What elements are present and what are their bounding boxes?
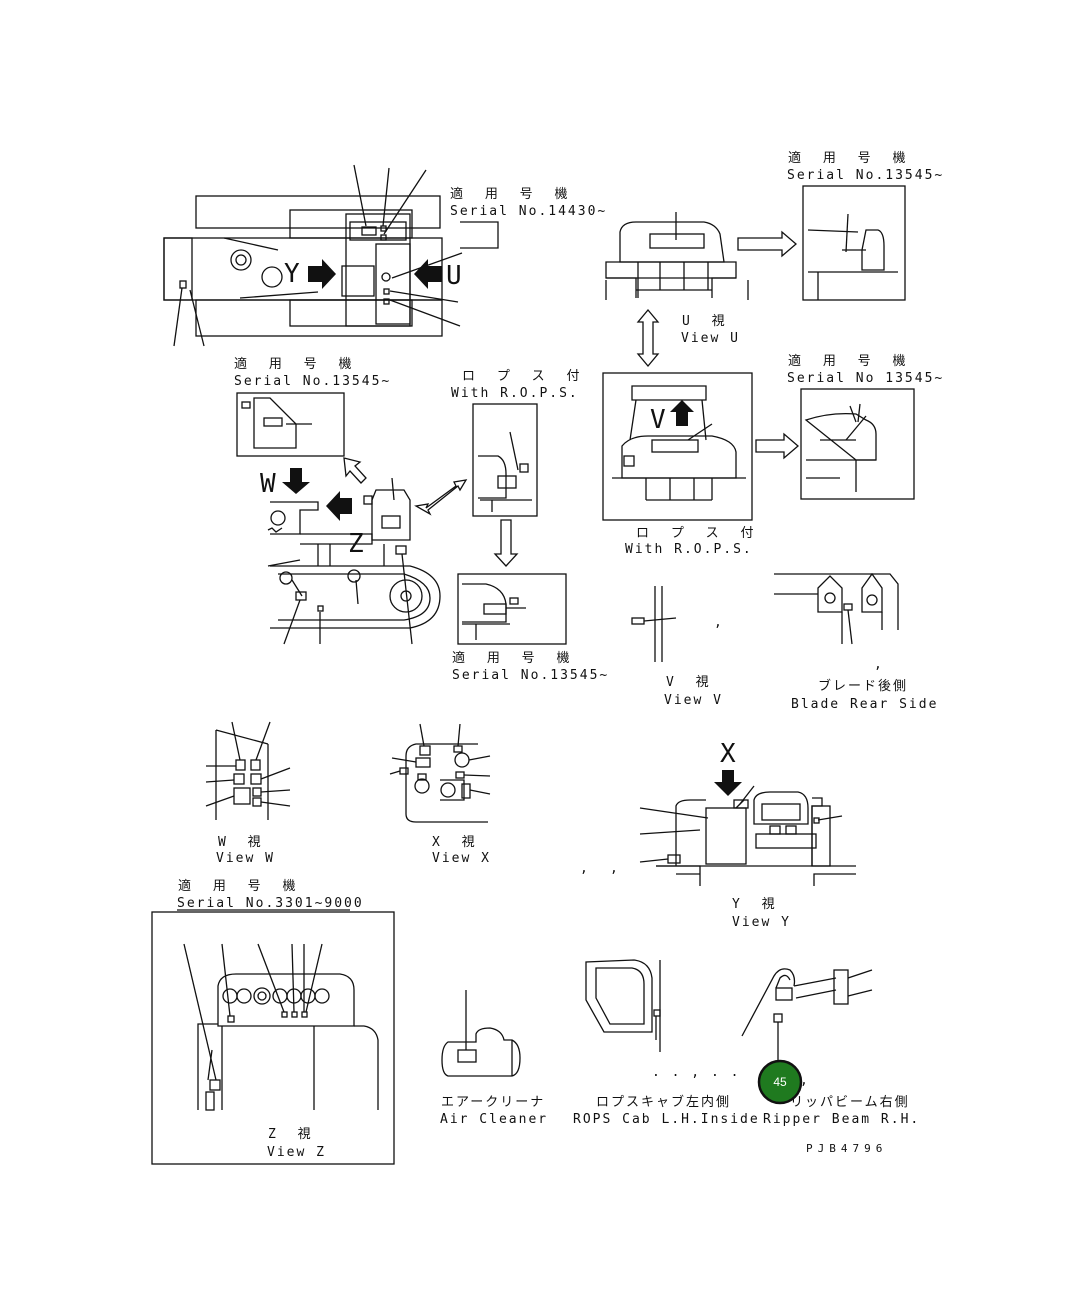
air-en: Air Cleaner	[440, 1112, 548, 1127]
tr-serial-jp: 適 用 号 機	[788, 150, 912, 166]
letter-v-label: V	[650, 405, 666, 435]
view-v-en: View V	[664, 693, 723, 708]
side-view-machine: 適 用 号 機 Serial No.13545~ W Z	[234, 356, 441, 645]
hollow-arrow-up-left-icon	[343, 457, 367, 484]
view-w-jp: W 視	[218, 835, 268, 850]
plan-view-machine: Y U 適 用 号 機 Serial No.14430~	[163, 164, 607, 347]
blade-en: Blade Rear Side	[791, 697, 938, 712]
ripper-en: Ripper Beam R.H.	[763, 1112, 920, 1127]
view-y-jp: Y 視	[732, 897, 782, 912]
view-u-machine: 適 用 号 機 Serial No.13545~ U 視 View U	[605, 150, 944, 368]
number-badge[interactable]: 45	[757, 1059, 803, 1105]
letter-z-label: Z	[348, 529, 364, 559]
svg-text:,: ,	[800, 1073, 810, 1088]
mr-serial-no: Serial No 13545~	[787, 371, 944, 386]
view-u-jp: U 視	[682, 314, 732, 329]
view-v-jp: V 視	[666, 675, 716, 690]
arrow-left-icon-2	[326, 491, 352, 521]
bottom-serial-no: Serial No.13545~	[452, 668, 609, 683]
arrow-down-icon	[282, 468, 310, 494]
badge-circle-icon[interactable]	[757, 1059, 803, 1105]
mr-serial-jp: 適 用 号 機	[788, 353, 912, 369]
tl-serial-no: Serial No.14430~	[450, 204, 607, 219]
arrow-up-icon	[670, 400, 694, 426]
bottom-serial-jp: 適 用 号 機	[452, 650, 576, 666]
view-y-en: View Y	[732, 915, 791, 930]
ripper-jp: リッパビーム右側	[790, 1095, 910, 1110]
drawing-code: PJB4796	[806, 1142, 887, 1155]
view-z-jp: Z 視	[268, 1127, 318, 1142]
letter-w-label: W	[260, 469, 276, 499]
hollow-arrow-right-icon-2	[755, 432, 799, 460]
rops2-en: With R.O.P.S.	[625, 542, 753, 557]
ml-serial-jp: 適 用 号 機	[234, 356, 358, 372]
ripper-beam-detail: リッパビーム右側 Ripper Beam R.H. ,	[741, 968, 920, 1127]
tl-serial-jp: 適 用 号 機	[450, 186, 574, 202]
air-cleaner-detail: エアークリーナ Air Cleaner	[440, 990, 548, 1127]
letter-x-label: X	[720, 739, 736, 769]
rops1-en: With R.O.P.S.	[451, 386, 579, 401]
ropscab-en: ROPS Cab L.H.Inside	[573, 1112, 760, 1127]
rops2-jp: ロ プ ス 付	[636, 526, 760, 541]
view-u-en: View U	[681, 331, 740, 346]
z-serial-no: Serial No.3301~9000	[177, 896, 364, 911]
hollow-double-arrow-diag-icon	[414, 479, 468, 516]
rops-cab-detail: . . , . . ロプスキャブ左内側 ROPS Cab L.H.Inside	[573, 959, 760, 1127]
ml-serial-no: Serial No.13545~	[234, 374, 391, 389]
view-w-en: View W	[216, 851, 275, 866]
letter-y-label: Y	[284, 259, 300, 289]
hollow-double-arrow-icon	[636, 308, 660, 368]
svg-text:,: ,	[714, 615, 724, 630]
view-v-detail: , V 視 View V	[631, 586, 724, 708]
tr-serial-no: Serial No.13545~	[787, 168, 944, 183]
rops1-jp: ロ プ ス 付	[462, 369, 586, 384]
letter-u-label: U	[446, 261, 462, 291]
svg-text:. . , . .: . . , . .	[652, 1065, 740, 1080]
badge-number: 45	[773, 1075, 787, 1089]
ropscab-jp: ロプスキャブ左内側	[596, 1094, 731, 1110]
arrow-down-icon-2	[714, 770, 742, 796]
blade-jp: ブレード後側	[818, 678, 908, 694]
hollow-arrow-down-icon	[493, 519, 519, 567]
rops-small-view: ロ プ ス 付 With R.O.P.S. 適 用 号 機 Serial No.…	[414, 369, 609, 683]
view-w-detail: W 視 View W	[205, 721, 291, 866]
svg-text:,: ,	[874, 657, 884, 672]
view-x-detail: X 視 View X	[389, 723, 491, 866]
arrow-right-icon	[308, 259, 336, 289]
view-x-en: View X	[432, 851, 491, 866]
view-z-detail: 適 用 号 機 Serial No.3301~9000 Z 視 View Z	[151, 878, 395, 1165]
view-x-jp: X 視	[432, 835, 482, 850]
svg-text:,: ,	[580, 861, 590, 876]
z-serial-jp: 適 用 号 機	[178, 878, 302, 894]
air-jp: エアークリーナ	[441, 1095, 545, 1110]
svg-text:,: ,	[610, 861, 620, 876]
rops-view-box: V 適 用 号 機 Serial No 13545~ ロ プ ス 付 With …	[602, 353, 944, 557]
view-z-en: View Z	[267, 1145, 326, 1160]
hollow-arrow-right-icon	[737, 230, 797, 258]
view-y-detail: X , , Y 視 View Y	[580, 739, 856, 930]
arrow-left-icon	[414, 259, 442, 289]
blade-rear-detail: , ブレード後側 Blade Rear Side	[774, 572, 938, 712]
